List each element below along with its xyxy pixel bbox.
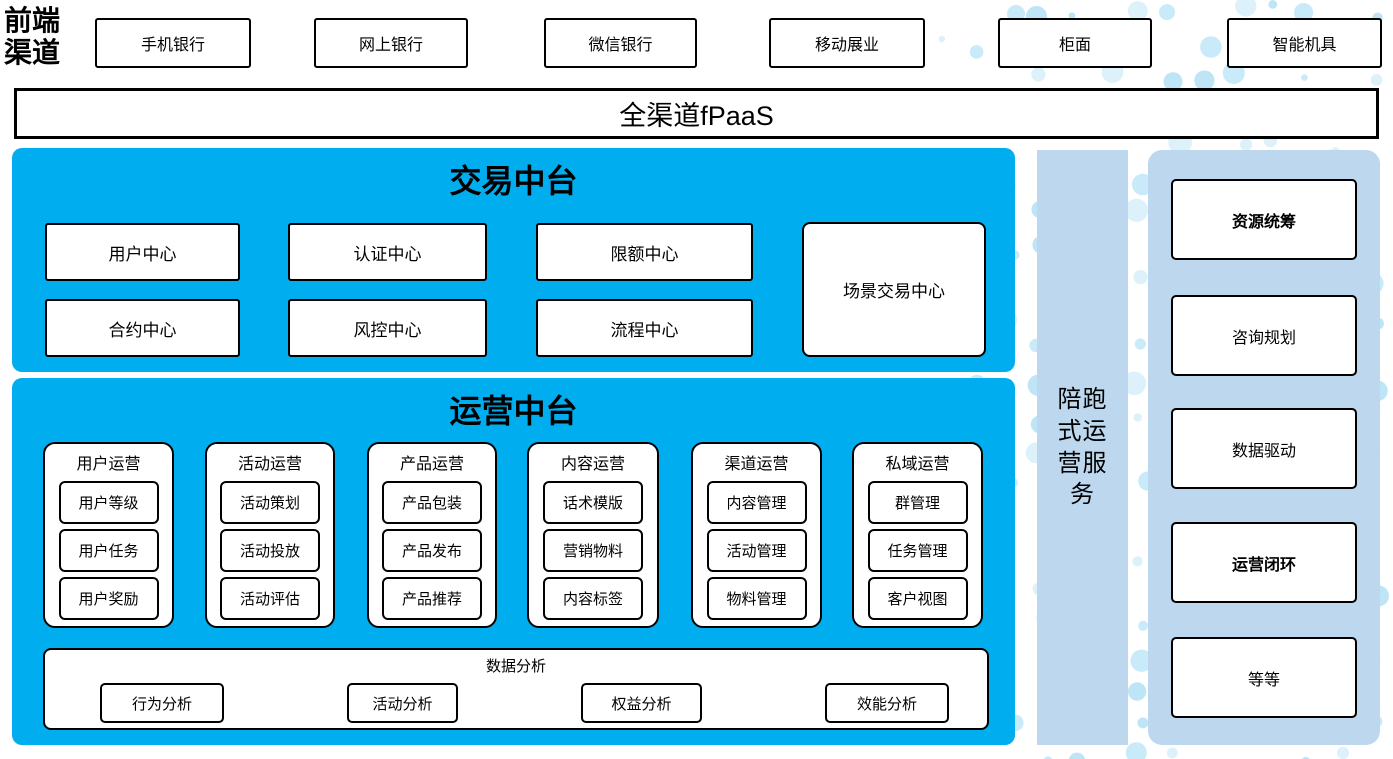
ops-item: 产品推荐 (382, 577, 482, 620)
ops-column-title: 内容运营 (560, 456, 625, 473)
ops-item: 用户等级 (58, 481, 159, 524)
center-box-risk: 风控中心 (288, 299, 487, 357)
ops-column-title: 活动运营 (237, 456, 302, 473)
center-box-user: 用户中心 (45, 223, 240, 281)
accompanying-operation-service-label: 陪跑式运营服务 (1057, 386, 1108, 509)
channel-box-wechat-banking: 微信银行 (544, 18, 697, 68)
transaction-platform-section: 交易中台 用户中心 认证中心 限额中心 合约中心 风控中心 流程中心 场景交易中… (12, 148, 1015, 372)
ops-column-title: 私域运营 (885, 456, 950, 473)
ops-item: 内容管理 (706, 481, 807, 524)
analysis-box-activity: 活动分析 (347, 683, 458, 723)
accompanying-operation-service-bar: 陪跑式运营服务 (1037, 150, 1128, 745)
transaction-platform-title: 交易中台 (449, 163, 578, 199)
front-channels-label: 前端渠道 (4, 6, 61, 70)
ops-item: 话术模版 (543, 481, 643, 524)
service-box-consulting-planning: 咨询规划 (1171, 295, 1357, 376)
ops-item: 活动投放 (220, 529, 320, 572)
ops-column-private-domain: 私域运营 群管理 任务管理 客户视图 (852, 442, 983, 628)
data-analysis-container: 数据分析 行为分析 活动分析 权益分析 效能分析 (43, 648, 989, 730)
ops-item: 产品发布 (382, 529, 482, 572)
ops-column-content: 内容运营 话术模版 营销物料 内容标签 (527, 442, 659, 628)
analysis-box-behavior: 行为分析 (100, 683, 224, 723)
service-box-etc: 等等 (1171, 637, 1357, 718)
channel-box-smart-machines: 智能机具 (1227, 18, 1382, 68)
service-box-data-driven: 数据驱动 (1171, 408, 1357, 489)
center-box-auth: 认证中心 (288, 223, 487, 281)
ops-item: 活动策划 (220, 481, 320, 524)
ops-column-activity: 活动运营 活动策划 活动投放 活动评估 (205, 442, 335, 628)
ops-item: 用户任务 (58, 529, 159, 572)
ops-column-channel: 渠道运营 内容管理 活动管理 物料管理 (691, 442, 822, 628)
service-box-operation-loop: 运营闭环 (1171, 522, 1357, 603)
ops-item: 群管理 (867, 481, 968, 524)
center-box-contract: 合约中心 (45, 299, 240, 357)
service-box-resource-coordination: 资源统筹 (1171, 179, 1357, 260)
ops-item: 用户奖励 (58, 577, 159, 620)
center-box-process: 流程中心 (536, 299, 753, 357)
analysis-box-rights: 权益分析 (581, 683, 702, 723)
center-box-scenario-transaction: 场景交易中心 (802, 222, 986, 357)
channel-box-mobile-banking: 手机银行 (95, 18, 251, 68)
operation-platform-section: 运营中台 用户运营 用户等级 用户任务 用户奖励 活动运营 活动策划 活动投放 … (12, 378, 1015, 745)
operation-platform-title: 运营中台 (449, 393, 578, 429)
ops-item: 任务管理 (867, 529, 968, 572)
ops-column-title: 产品运营 (399, 456, 464, 473)
ops-item: 产品包装 (382, 481, 482, 524)
ops-item: 营销物料 (543, 529, 643, 572)
data-analysis-title: 数据分析 (485, 658, 546, 675)
ops-item: 物料管理 (706, 577, 807, 620)
ops-column-product: 产品运营 产品包装 产品发布 产品推荐 (367, 442, 497, 628)
channel-box-counter: 柜面 (998, 18, 1152, 68)
ops-column-title: 用户运营 (76, 456, 141, 473)
analysis-box-efficiency: 效能分析 (825, 683, 949, 723)
ops-column-title: 渠道运营 (724, 456, 789, 473)
omni-channel-fpaas-bar: 全渠道fPaaS (14, 88, 1379, 139)
ops-item: 客户视图 (867, 577, 968, 620)
ops-item: 活动管理 (706, 529, 807, 572)
channel-box-mobile-sales: 移动展业 (769, 18, 925, 68)
ops-item: 内容标签 (543, 577, 643, 620)
ops-item: 活动评估 (220, 577, 320, 620)
service-panel: 资源统筹 咨询规划 数据驱动 运营闭环 等等 (1148, 150, 1380, 745)
center-box-limit: 限额中心 (536, 223, 753, 281)
channel-box-online-banking: 网上银行 (314, 18, 468, 68)
ops-column-user: 用户运营 用户等级 用户任务 用户奖励 (43, 442, 174, 628)
